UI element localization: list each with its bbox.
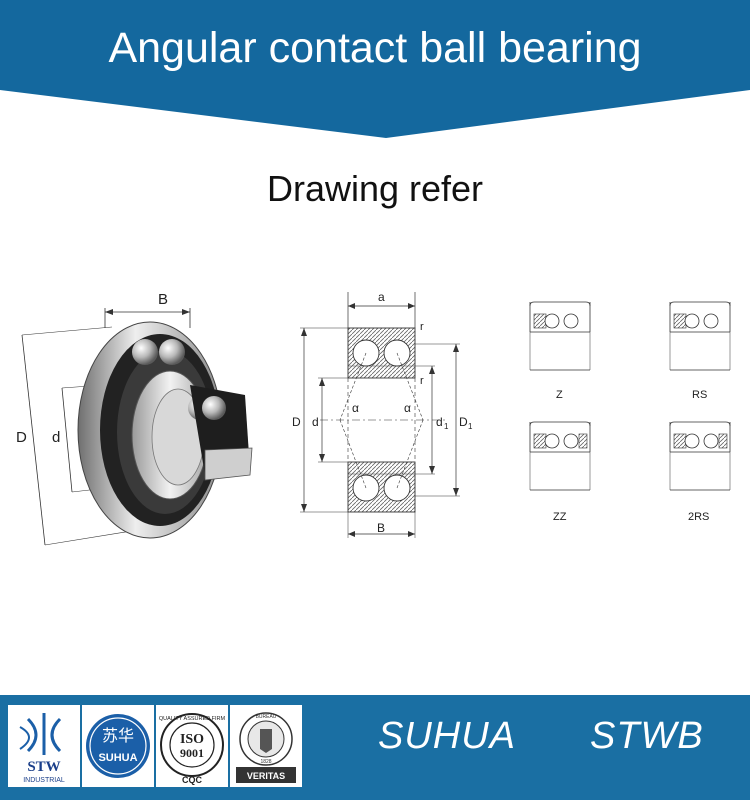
stw-logo-mark: STW INDUSTRIAL [19, 713, 65, 784]
stw-logo: STW INDUSTRIAL [8, 705, 80, 787]
seal-variants: Z RS [529, 301, 731, 523]
section-label-D1: D [459, 415, 468, 429]
variant-2rs: 2RS [669, 421, 731, 523]
footer-bar: STW INDUSTRIAL 苏华 SUHUA QUALITY ASSURED … [0, 695, 750, 800]
drawing-svg: B D d [16, 290, 731, 546]
suhua-logo-cn: 苏华 [102, 726, 134, 745]
bureau-logo-top: BUREAU [256, 714, 277, 720]
bearing-section: a α α r r [292, 290, 473, 538]
iso-logo-mark: QUALITY ASSURED FIRM ISO 9001 CQC [159, 713, 226, 785]
stw-logo-text: STW [27, 759, 60, 775]
banner-shape [0, 0, 750, 138]
brand-stwb: STWB [590, 715, 704, 757]
section-label-r-mid: r [420, 375, 424, 387]
brand-suhua: SUHUA [378, 715, 517, 757]
bearing-drawing: B D d [0, 270, 750, 570]
section-label-r-top: r [420, 321, 424, 333]
variant-label-z: Z [556, 389, 563, 401]
photo-label-D: D [16, 429, 27, 446]
bureau-logo-year: 1828 [260, 759, 271, 765]
iso-logo-cert: CQC [182, 775, 203, 785]
iso-logo-num: 9001 [180, 746, 204, 760]
photo-label-d: d [52, 429, 60, 446]
photo-label-B: B [158, 291, 168, 308]
bureau-logo-bottom: VERITAS [247, 771, 285, 781]
stw-logo-sub: INDUSTRIAL [23, 777, 65, 784]
bureau-logo-mark: BUREAU 1828 VERITAS [236, 712, 296, 783]
section-label-alpha-left: α [352, 401, 359, 415]
variant-rs: RS [669, 301, 731, 401]
suhua-logo-text: SUHUA [98, 752, 137, 764]
bearing-photo: B D d [16, 291, 253, 546]
section-label-d1: d [436, 415, 443, 429]
section-label-B: B [377, 521, 385, 535]
variant-label-zz: ZZ [553, 511, 567, 523]
bureau-veritas-logo: BUREAU 1828 VERITAS [230, 705, 302, 787]
section-label-alpha-right: α [404, 401, 411, 415]
variant-label-rs: RS [692, 389, 707, 401]
page-title: Angular contact ball bearing [108, 24, 642, 72]
section-label-D1-sub: 1 [468, 422, 473, 431]
section-label-d1-sub: 1 [444, 422, 449, 431]
section-subtitle: Drawing refer [266, 168, 484, 209]
header-banner: Angular contact ball bearing [0, 0, 750, 150]
section-label-d: d [312, 415, 319, 429]
iso-logo-text: ISO [180, 732, 204, 747]
variant-label-2rs: 2RS [688, 511, 709, 523]
variant-zz: ZZ [529, 421, 591, 523]
iso-logo: QUALITY ASSURED FIRM ISO 9001 CQC [156, 705, 228, 787]
variant-z: Z [529, 301, 591, 401]
suhua-logo-mark: 苏华 SUHUA [86, 714, 150, 778]
suhua-logo: 苏华 SUHUA [82, 705, 154, 787]
iso-logo-ring: QUALITY ASSURED FIRM [159, 716, 226, 722]
section-label-D: D [292, 415, 301, 429]
section-label-a: a [378, 290, 385, 304]
